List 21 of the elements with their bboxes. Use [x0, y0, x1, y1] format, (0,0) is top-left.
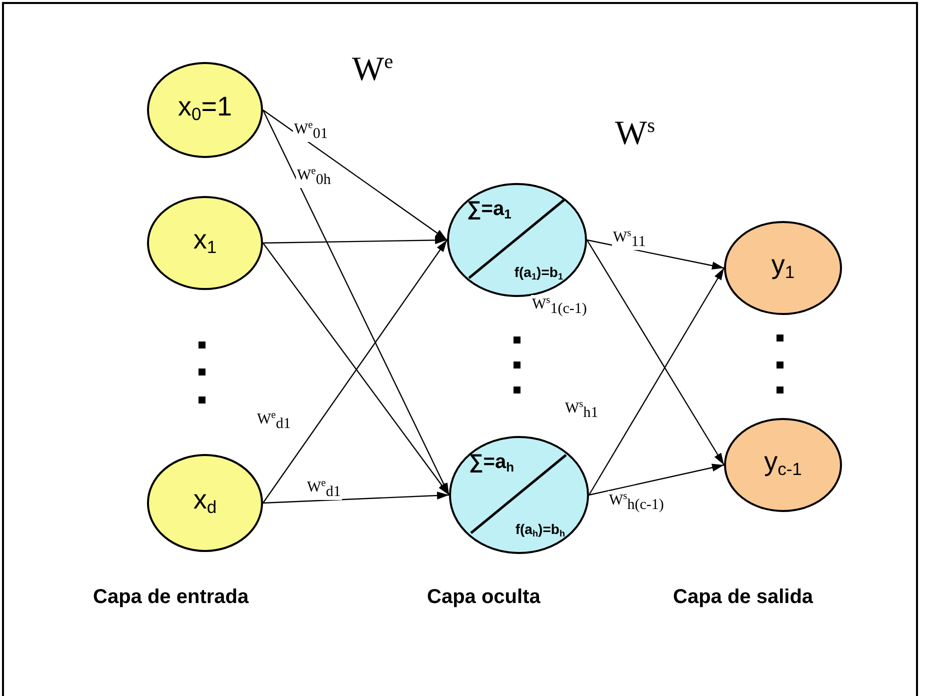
sum-formula: ∑=a$_{h}$	[469, 452, 514, 474]
arrow	[262, 492, 450, 504]
weight-matrix-symbol: W$^{s}$	[615, 116, 656, 152]
arrow	[588, 268, 725, 496]
neuron-label: x$_{d}$	[193, 486, 217, 516]
layer-caption: Capa de salida	[673, 586, 814, 609]
neuron-label: y$_{1}$	[771, 252, 795, 282]
activation-formula: f(a$_{1}$)=b$_{1}$	[514, 265, 563, 282]
arrow	[262, 110, 450, 496]
layer-caption: Capa de entrada	[93, 586, 249, 609]
neuron-label: x$_{0}$=1	[178, 94, 232, 124]
arrow	[262, 110, 448, 240]
neuron-label: x$_{1}$	[193, 226, 217, 256]
sum-formula: ∑=a$_{1}$	[467, 199, 512, 220]
arrow	[588, 464, 724, 496]
layer-caption: Capa oculta	[427, 586, 540, 609]
activation-formula: f(a$_{h}$)=b$_{h}$	[515, 522, 565, 538]
arrow	[263, 236, 447, 244]
weight-matrix-symbol: W$^{e}$	[352, 52, 394, 88]
arrow	[586, 240, 725, 466]
neuron-label: y$_{c-1}$	[764, 448, 802, 478]
